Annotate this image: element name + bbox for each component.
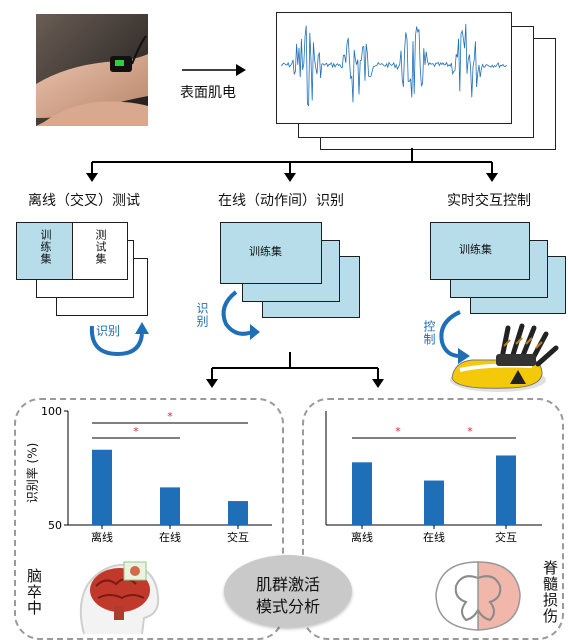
offline-test-card: 测试集 [72,222,128,280]
spinal-cord-image [435,561,521,631]
stroke-chart-bar-3 [228,501,248,525]
online-train-label: 训练集 [249,245,282,258]
online-train-card: 训练集 [220,222,322,284]
offline-recognize-label: 识别 [96,324,121,338]
recognize-cycle-arrow-icon [89,322,149,357]
stroke-chart-bar-1 [92,449,112,525]
sci-chart-significance-star: * [467,425,473,438]
stroke-chart-x-tick-label: 在线 [159,530,181,544]
sensor-forearm-photo [36,14,148,126]
robotic-hand-image [450,323,559,392]
badge-line-1: 肌群激活 [255,575,320,594]
sci-chart-bar-3 [496,455,516,525]
stroke-brain-image [79,561,160,635]
stroke-chart-significance-star: * [133,425,139,438]
sci-chart-x-tick-label: 在线 [423,530,445,544]
stroke-panel [14,398,284,640]
pattern-analysis-badge: 肌群激活 模式分析 [224,555,352,627]
emg-signal [280,23,507,107]
y-axis-label: 识别率 (%) [25,442,40,504]
emg-window-front [276,12,512,124]
stroke-chart-significance-star: * [167,410,173,423]
stroke-chart-x-tick-label: 交互 [227,530,249,544]
offline-train-card: 训练集 [16,222,74,280]
sci-chart-bar-2 [424,480,444,525]
offline-train-label: 训练集 [39,229,52,265]
arrow-right-icon [182,64,246,76]
sci-panel [302,398,564,640]
stroke-chart-y-tick-label: 100 [41,405,62,418]
sci-chart-x-tick-label: 离线 [351,530,373,544]
branch-title-realtime: 实时交互控制 [447,193,531,209]
badge-line-2: 模式分析 [255,597,320,616]
emg-label: 表面肌电 [180,85,236,101]
stroke-chart-x-tick-label: 离线 [91,530,113,544]
chart-sci: 离线 在线 交互 * * [325,411,542,544]
y-axis-label-wrap: 识别率 (%) [3,442,61,504]
sci-label: 脊髓损伤 [541,560,559,624]
realtime-train-label: 训练集 [459,243,492,256]
branch-connector [86,148,498,182]
branch-title-online: 在线（动作间）识别 [218,193,344,209]
recognize-curve-arrow-icon [221,290,260,340]
online-recognize-label: 识别 [195,302,209,328]
sci-chart-significance-star: * [395,425,401,438]
chart-stroke: 50 100 离线 在线 交互 * * [41,405,272,544]
panel-connector [206,352,384,388]
emg-trace [280,23,507,107]
realtime-control-label: 控制 [422,320,436,346]
offline-test-label: 测试集 [94,229,107,265]
stroke-label: 脑卒中 [25,568,43,616]
realtime-train-card: 训练集 [430,222,530,280]
branch-title-offline: 离线（交叉）测试 [28,193,140,209]
sci-chart-bar-1 [352,462,372,525]
stroke-chart-y-tick-label: 50 [48,519,62,532]
control-curve-arrow-icon [439,310,470,364]
sci-chart-x-tick-label: 交互 [495,530,517,544]
stroke-chart-bar-2 [160,487,180,525]
